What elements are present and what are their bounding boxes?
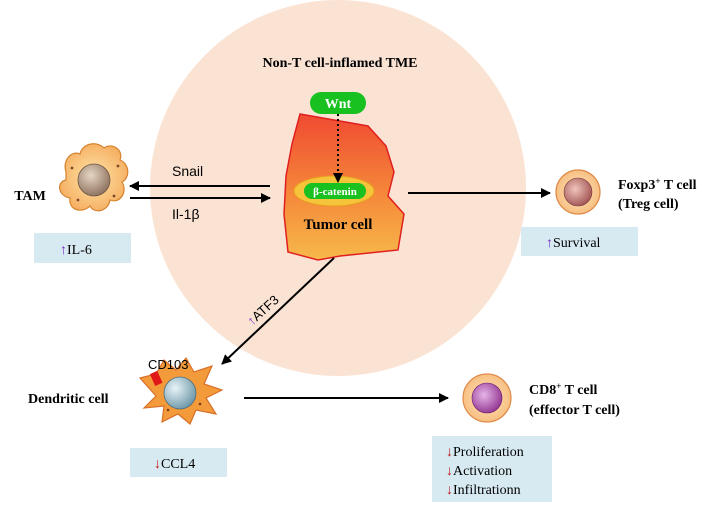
up-arrow-icon: ↑ xyxy=(546,236,553,251)
tumor-to-dendritic-arrow xyxy=(221,257,335,365)
cd8-label-line2: (effector T cell) xyxy=(529,403,620,418)
tumor-cell: β-catenin Tumor cell xyxy=(283,113,405,261)
wnt-label: Wnt xyxy=(325,97,352,112)
tam-label: TAM xyxy=(14,189,46,204)
dendritic-granule xyxy=(166,408,170,412)
tam-box: ↑IL-6 xyxy=(34,233,131,263)
cd8-cell xyxy=(462,373,512,423)
down-arrow-icon: ↓ xyxy=(154,457,161,472)
dendritic-cell xyxy=(138,356,224,425)
dendritic-label: Dendritic cell xyxy=(28,392,109,407)
svg-text:↑Survival: ↑Survival xyxy=(546,236,601,251)
down-arrow-icon: ↓ xyxy=(446,483,453,498)
svg-text:↑IL-6: ↑IL-6 xyxy=(60,243,92,258)
dendritic-box-text: CCL4 xyxy=(161,457,195,472)
beta-catenin-label: β-catenin xyxy=(313,186,357,198)
snail-label: Snail xyxy=(172,163,203,179)
cd8-nucleus xyxy=(471,382,503,414)
down-arrow-icon: ↓ xyxy=(446,464,453,479)
tam-granule xyxy=(116,164,120,168)
up-arrow-icon: ↑ xyxy=(60,243,67,258)
beta-catenin-pill xyxy=(304,183,366,199)
cd103-label: CD103 xyxy=(148,357,188,372)
cd103-receptor xyxy=(149,370,163,387)
tam-granule xyxy=(76,198,80,202)
tam-granule xyxy=(112,194,116,198)
cd8-box: ↓Proliferation ↓Activation ↓Infiltration… xyxy=(432,436,552,502)
tam-nucleus xyxy=(77,163,111,197)
dendritic-granule xyxy=(198,402,202,406)
tme-title: Non-T cell-inflamed TME xyxy=(262,56,417,71)
treg-box: ↑Survival xyxy=(521,227,638,256)
wnt-node: Wnt xyxy=(310,92,366,114)
dendritic-box: ↓CCL4 xyxy=(130,448,227,477)
treg-label: Foxp3+ T cell xyxy=(618,176,697,193)
treg-nucleus xyxy=(563,177,593,207)
il1b-label: Il-1β xyxy=(172,206,200,222)
dendritic-nucleus xyxy=(163,376,197,410)
treg-box-text: Survival xyxy=(553,236,601,251)
tam-cell xyxy=(59,143,129,212)
tam-box-text: IL-6 xyxy=(67,243,92,258)
tam-granule xyxy=(70,166,74,170)
svg-text:↓CCL4: ↓CCL4 xyxy=(154,457,195,472)
cd8-label: CD8+ T cell xyxy=(529,381,598,398)
wnt-pill xyxy=(310,92,366,114)
cd8-box-item: ↓Activation xyxy=(446,464,512,479)
cd8-box-item: ↓Infiltrationn xyxy=(446,483,521,498)
cd8-box-item: ↓Proliferation xyxy=(446,445,524,460)
tumor-cell-label: Tumor cell xyxy=(304,217,373,233)
treg-label-line2: (Treg cell) xyxy=(618,197,679,212)
down-arrow-icon: ↓ xyxy=(446,445,453,460)
treg-cell xyxy=(555,169,601,215)
